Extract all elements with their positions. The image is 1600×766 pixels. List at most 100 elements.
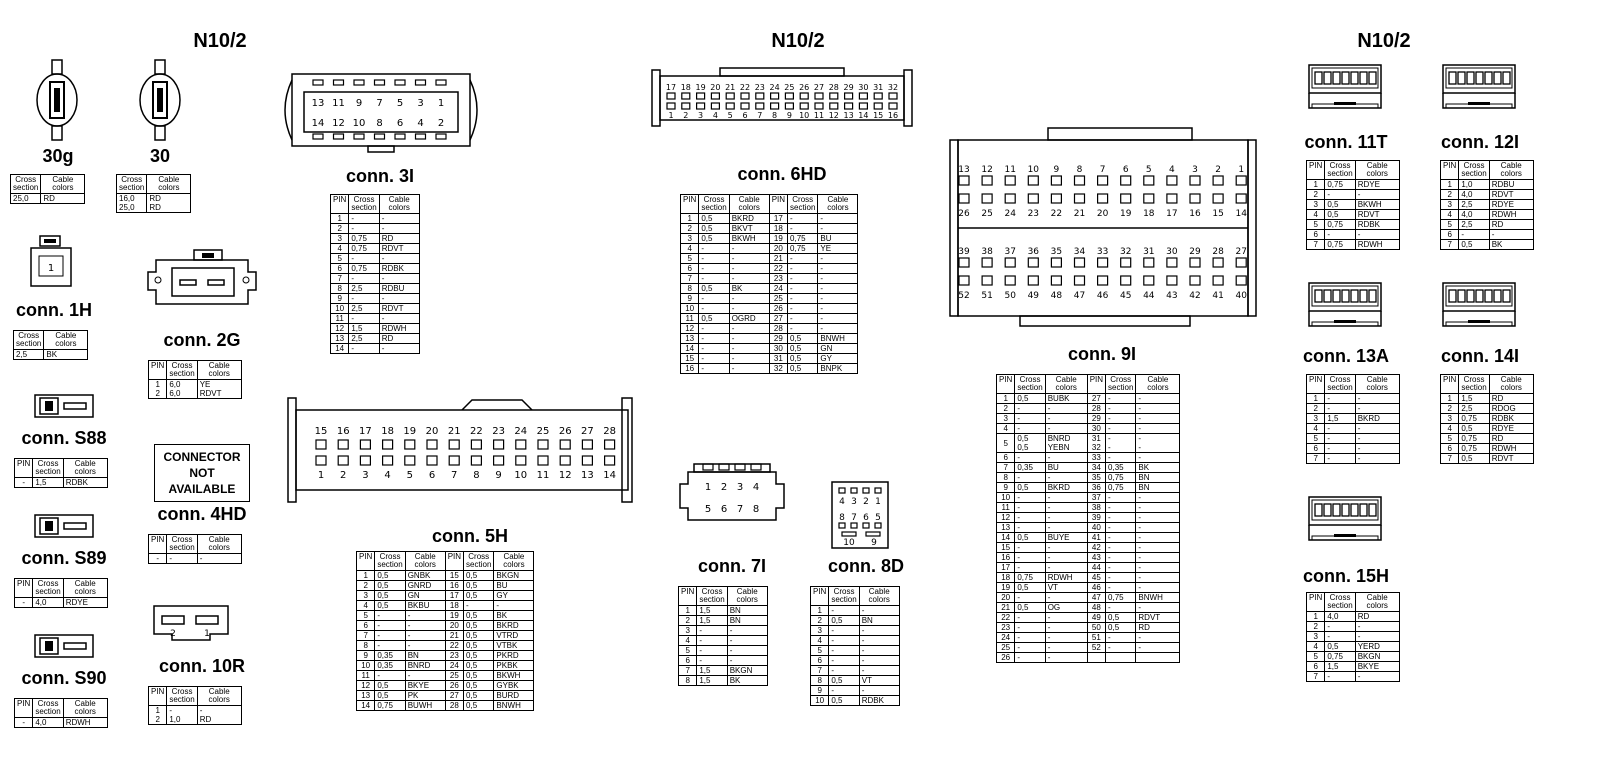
cell: 32 xyxy=(1091,443,1101,452)
pin-socket xyxy=(315,439,327,450)
cell: 0,5 xyxy=(463,630,495,641)
cell: 36 xyxy=(1086,482,1107,493)
cell: - xyxy=(1014,423,1046,434)
cell: 0,5 xyxy=(374,600,406,611)
cell: - xyxy=(858,605,900,616)
cell: -- xyxy=(1105,433,1137,453)
table-row: 14-- xyxy=(329,343,420,354)
cell: 28 xyxy=(768,323,789,334)
cell: 2,5 xyxy=(348,303,380,314)
pin-socket xyxy=(1368,289,1377,303)
pin-socket xyxy=(515,439,527,450)
cell: RDVT xyxy=(1354,209,1400,220)
pin-socket xyxy=(695,102,706,110)
cell: - xyxy=(1044,612,1088,623)
cell: RDVT xyxy=(1135,612,1181,623)
cell: - xyxy=(374,640,406,651)
pin-label: 21 xyxy=(448,426,461,437)
connector-not-available-box: CONNECTOR NOT AVAILABLE xyxy=(154,444,250,502)
cell: 8 xyxy=(995,472,1016,483)
table-row: 6-- xyxy=(1439,229,1534,240)
table-row: 10--26-- xyxy=(679,303,859,314)
cell: 0,5 xyxy=(1324,641,1356,652)
pin-label: 7 xyxy=(1100,165,1106,175)
pin-label: 1 xyxy=(48,263,54,274)
cell: 7 xyxy=(995,462,1016,473)
cell: 1,5 xyxy=(1458,393,1490,404)
cell: 3 xyxy=(1439,199,1460,210)
cell: 0,5 xyxy=(1105,612,1137,623)
cell: 4,0 xyxy=(1324,611,1356,622)
pin-socket xyxy=(604,455,616,466)
table-row: 26-- xyxy=(995,652,1181,663)
cell: - xyxy=(726,655,768,666)
conn-7i-label: conn. 7I xyxy=(697,556,766,576)
pin-label: 11 xyxy=(537,470,550,481)
pin-socket xyxy=(681,92,691,100)
cell: 5 xyxy=(1439,433,1460,444)
pin-socket xyxy=(1448,71,1457,85)
pin-socket xyxy=(750,463,762,471)
cell: 1 xyxy=(679,213,700,224)
cell: RD xyxy=(1354,611,1400,622)
pin-label: 27 xyxy=(814,83,824,92)
cell: BK xyxy=(726,675,768,686)
pin-socket xyxy=(373,133,386,140)
pin-label: 4 xyxy=(839,497,845,507)
cell: - xyxy=(698,353,730,364)
cell: 0,35 xyxy=(1105,462,1137,473)
pin-socket xyxy=(888,102,898,110)
pin-label: 9 xyxy=(787,111,792,120)
cell: RDWH xyxy=(378,323,420,334)
pin-label: 26 xyxy=(799,83,809,92)
cell: - xyxy=(463,600,495,611)
cell: GN xyxy=(817,343,859,354)
cell: 0,75 xyxy=(1324,651,1356,662)
cell: RDVT xyxy=(1488,453,1534,464)
cell: - xyxy=(1014,413,1046,424)
pin-label: 4 xyxy=(713,111,718,120)
pin-socket xyxy=(1341,289,1350,303)
cell: 0,5 xyxy=(463,610,495,621)
cell: 52 xyxy=(1086,642,1107,653)
pin-socket xyxy=(958,193,970,204)
cell: 0,5 xyxy=(374,590,406,601)
cell: 18 xyxy=(995,572,1016,583)
cell: 1,5 xyxy=(1324,661,1356,672)
pin-socket xyxy=(1359,503,1368,517)
cell: - xyxy=(13,717,34,728)
cell: 6 xyxy=(1439,229,1460,240)
cell: - xyxy=(728,343,770,354)
table-row: 7-- xyxy=(1305,671,1400,682)
cell: RD xyxy=(196,715,242,725)
cell: 29 xyxy=(768,333,789,344)
cell: - xyxy=(348,223,380,234)
pin-socket xyxy=(725,92,735,100)
cell: RDWH xyxy=(1354,239,1400,250)
pin-socket xyxy=(537,455,549,466)
cell: 4,0 xyxy=(32,597,64,608)
pin-socket xyxy=(332,79,345,86)
cell: 2,5 xyxy=(1458,219,1490,230)
cell: 8 xyxy=(809,675,830,686)
table-row: 3-- xyxy=(809,625,900,636)
cell: - xyxy=(1105,452,1137,463)
cell: 0,35 xyxy=(1014,462,1046,473)
pin-socket xyxy=(1235,257,1247,268)
pin-socket xyxy=(1235,193,1247,204)
cell: 0,5 xyxy=(828,615,860,626)
cell: - xyxy=(828,635,860,646)
pin-socket xyxy=(470,439,482,450)
